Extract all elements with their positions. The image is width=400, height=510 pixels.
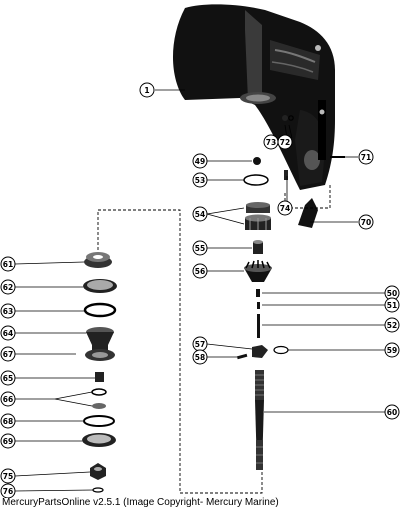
svg-text:56: 56 <box>195 267 205 276</box>
callout-67: 67 <box>0 346 16 362</box>
callout-66: 66 <box>0 391 16 407</box>
callout-71: 71 <box>358 149 374 165</box>
callout-62: 62 <box>0 279 16 295</box>
parts-drawing-left-stack <box>82 252 117 493</box>
svg-text:68: 68 <box>3 417 13 426</box>
svg-text:71: 71 <box>361 153 371 162</box>
assembly-guide-lines <box>97 185 331 494</box>
svg-text:54: 54 <box>195 210 205 219</box>
callout-58: 58 <box>192 349 208 365</box>
callout-51: 51 <box>384 297 400 313</box>
callout-63: 63 <box>0 303 16 319</box>
svg-text:60: 60 <box>387 408 397 417</box>
svg-text:73: 73 <box>266 138 276 147</box>
callout-55: 55 <box>192 240 208 256</box>
svg-text:55: 55 <box>195 244 205 253</box>
svg-text:52: 52 <box>387 321 397 330</box>
svg-text:72: 72 <box>280 138 290 147</box>
svg-text:53: 53 <box>195 176 205 185</box>
callout-49: 49 <box>192 153 208 169</box>
callout-53: 53 <box>192 172 208 188</box>
svg-text:1: 1 <box>144 86 149 95</box>
svg-text:59: 59 <box>387 346 397 355</box>
svg-text:70: 70 <box>361 218 371 227</box>
callout-52: 52 <box>384 317 400 333</box>
svg-text:75: 75 <box>3 472 13 481</box>
svg-text:64: 64 <box>3 329 13 338</box>
svg-text:57: 57 <box>195 340 205 349</box>
leader-lines <box>14 89 385 492</box>
callout-56: 56 <box>192 263 208 279</box>
callout-76: 76 <box>0 483 16 498</box>
callout-65: 65 <box>0 370 16 386</box>
svg-text:69: 69 <box>3 437 13 446</box>
callout-73: 73 <box>263 134 279 150</box>
callout-57: 57 <box>192 336 208 352</box>
exploded-parts-diagram: 1 73 72 49 71 53 74 54 70 55 61 56 62 50… <box>0 4 400 498</box>
callout-60: 60 <box>384 404 400 420</box>
callout-54: 54 <box>192 206 208 222</box>
svg-text:63: 63 <box>3 307 13 316</box>
svg-text:62: 62 <box>3 283 13 292</box>
parts-drawing-upper <box>243 115 345 282</box>
callout-72: 72 <box>277 134 293 150</box>
callout-61: 61 <box>0 256 16 272</box>
copyright-footer: MercuryPartsOnline v2.5.1 (Image Copyrig… <box>2 497 279 508</box>
callout-74: 74 <box>277 200 293 216</box>
svg-text:67: 67 <box>3 350 13 359</box>
svg-text:74: 74 <box>280 204 290 213</box>
svg-text:58: 58 <box>195 353 205 362</box>
svg-text:76: 76 <box>3 487 13 496</box>
callout-64: 64 <box>0 325 16 341</box>
svg-text:61: 61 <box>3 260 13 269</box>
callout-68: 68 <box>0 413 16 429</box>
callout-1: 1 <box>139 82 155 98</box>
svg-text:51: 51 <box>387 301 397 310</box>
gear-housing-drawing <box>172 4 335 190</box>
parts-drawing-shaft <box>236 289 289 470</box>
callout-75: 75 <box>0 468 16 484</box>
callout-70: 70 <box>358 214 374 230</box>
svg-text:50: 50 <box>387 289 397 298</box>
svg-text:65: 65 <box>3 374 13 383</box>
callout-59: 59 <box>384 342 400 358</box>
svg-text:66: 66 <box>3 395 13 404</box>
svg-text:49: 49 <box>195 157 205 166</box>
callout-69: 69 <box>0 433 16 449</box>
